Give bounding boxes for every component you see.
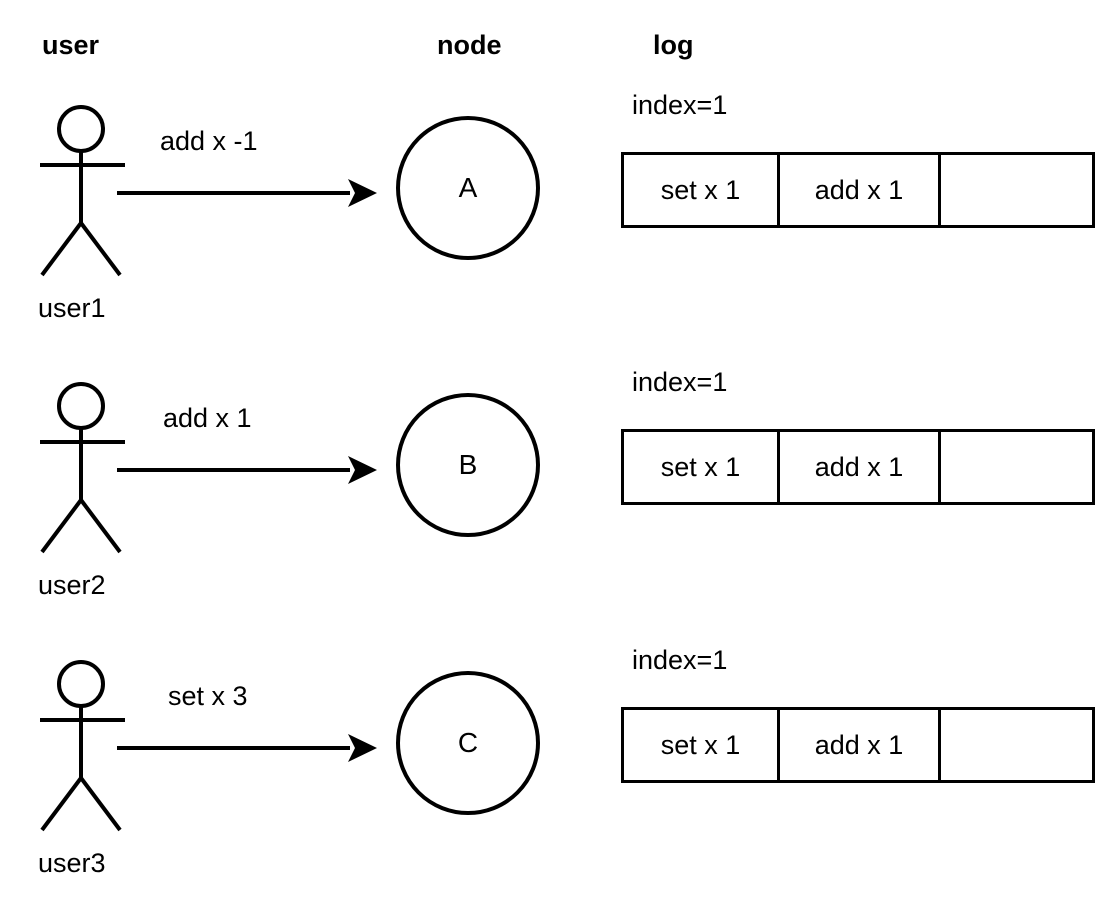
log-index-label: index=1	[632, 645, 728, 675]
log-table: set x 1 add x 1	[621, 429, 1095, 505]
actor-label: user3	[38, 848, 106, 878]
node-circle	[396, 116, 540, 260]
actor-label: user2	[38, 570, 106, 600]
log-cell	[941, 710, 1092, 780]
log-cell: add x 1	[780, 155, 941, 225]
node-circle	[396, 393, 540, 537]
log-cell: add x 1	[780, 710, 941, 780]
node-circle	[396, 671, 540, 815]
log-cell: set x 1	[624, 710, 780, 780]
log-table: set x 1 add x 1	[621, 707, 1095, 783]
message-arrow-icon	[117, 456, 377, 484]
message-label: set x 3	[168, 681, 248, 711]
log-cell	[941, 432, 1092, 502]
log-index-label: index=1	[632, 90, 728, 120]
log-cell: set x 1	[624, 155, 780, 225]
column-header-log: log	[653, 30, 694, 60]
actor-label: user1	[38, 293, 106, 323]
node-letter: B	[458, 449, 478, 480]
message-label: add x -1	[160, 126, 258, 156]
stick-figure-icon	[40, 382, 125, 554]
node-letter: C	[457, 727, 479, 758]
log-index-label: index=1	[632, 367, 728, 397]
log-cell	[941, 155, 1092, 225]
column-header-user: user	[42, 30, 100, 60]
log-cell: add x 1	[780, 432, 941, 502]
message-arrow-icon	[117, 734, 377, 762]
log-table: set x 1 add x 1	[621, 152, 1095, 228]
node-letter: A	[458, 172, 478, 203]
message-label: add x 1	[163, 403, 252, 433]
stick-figure-icon	[40, 105, 125, 277]
column-header-node: node	[437, 30, 502, 60]
message-arrow-icon	[117, 179, 377, 207]
stick-figure-icon	[40, 660, 125, 832]
log-cell: set x 1	[624, 432, 780, 502]
